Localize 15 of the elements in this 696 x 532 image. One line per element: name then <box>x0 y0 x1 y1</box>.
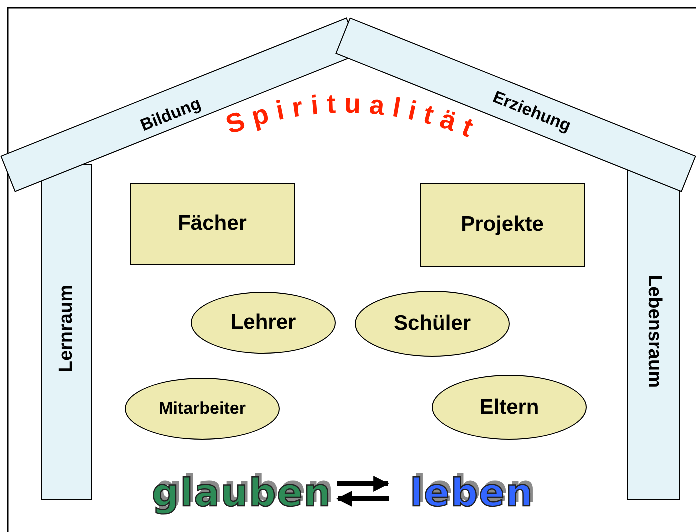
rectangle-box <box>420 183 585 267</box>
node-label: Fächer <box>178 212 247 236</box>
rectangle-box <box>130 183 295 265</box>
arched-title: Spiritualität <box>222 88 486 146</box>
node-label: Schüler <box>394 312 472 336</box>
node-label: Eltern <box>480 396 540 420</box>
node-label: Lernraum <box>56 285 78 373</box>
arrow <box>337 476 390 492</box>
node-label: Lehrer <box>230 311 296 335</box>
motto-word: glauben <box>152 471 332 515</box>
arrow <box>336 491 389 507</box>
node-label: Lebensraum <box>643 274 665 388</box>
motto-word: leben <box>410 471 534 515</box>
node-label: Projekte <box>461 213 544 237</box>
node-label: Mitarbeiter <box>159 399 246 419</box>
